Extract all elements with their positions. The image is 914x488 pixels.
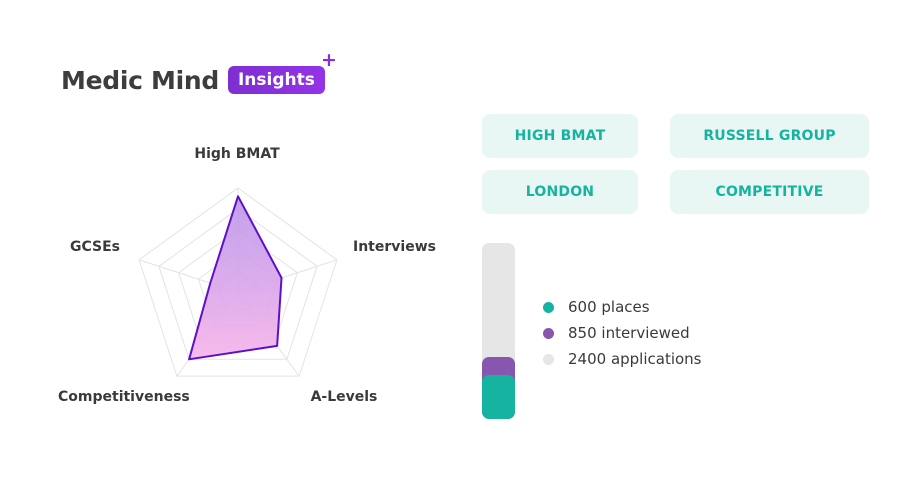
radar-grid-ring	[138, 187, 338, 377]
brand-header: Medic Mind Insights +	[61, 51, 337, 98]
tag-chips: HIGH BMAT RUSSELL GROUP LONDON COMPETITI…	[482, 114, 870, 214]
bar-legend: 600 places 850 interviewed 2400 applicat…	[543, 294, 702, 372]
legend-dot-interviewed	[543, 327, 554, 339]
radar-axis-label: Interviews	[353, 239, 436, 255]
radar-axis-label: Competitiveness	[58, 389, 190, 405]
plus-icon: +	[320, 49, 337, 71]
legend-label-places: 600 places	[568, 298, 650, 316]
radar-axis-label: GCSEs	[70, 239, 120, 255]
chip-competitive: COMPETITIVE	[670, 170, 869, 214]
legend-dot-places	[543, 301, 554, 313]
legend-item-interviewed: 850 interviewed	[543, 320, 702, 346]
radar-grid-ring	[158, 208, 318, 360]
chip-london: LONDON	[482, 170, 638, 214]
legend-item-places: 600 places	[543, 294, 702, 320]
legend-item-applications: 2400 applications	[543, 346, 702, 372]
radar-axis-label: A-Levels	[311, 389, 378, 405]
bar-segment-places	[482, 375, 515, 419]
radar-series	[188, 195, 283, 361]
legend-label-interviewed: 850 interviewed	[568, 324, 690, 342]
legend-dot-applications	[543, 353, 554, 365]
chip-russell-group: RUSSELL GROUP	[670, 114, 869, 158]
insights-badge-label: Insights	[237, 70, 315, 90]
brand-name: Medic Mind	[61, 65, 219, 95]
legend-label-applications: 2400 applications	[568, 350, 702, 368]
chip-high-bmat: HIGH BMAT	[482, 114, 638, 158]
radar-series-polygon	[188, 195, 283, 361]
insights-badge: Insights +	[227, 51, 337, 94]
radar-axis-label: High BMAT	[194, 146, 280, 162]
applications-stacked-bar	[482, 243, 515, 419]
